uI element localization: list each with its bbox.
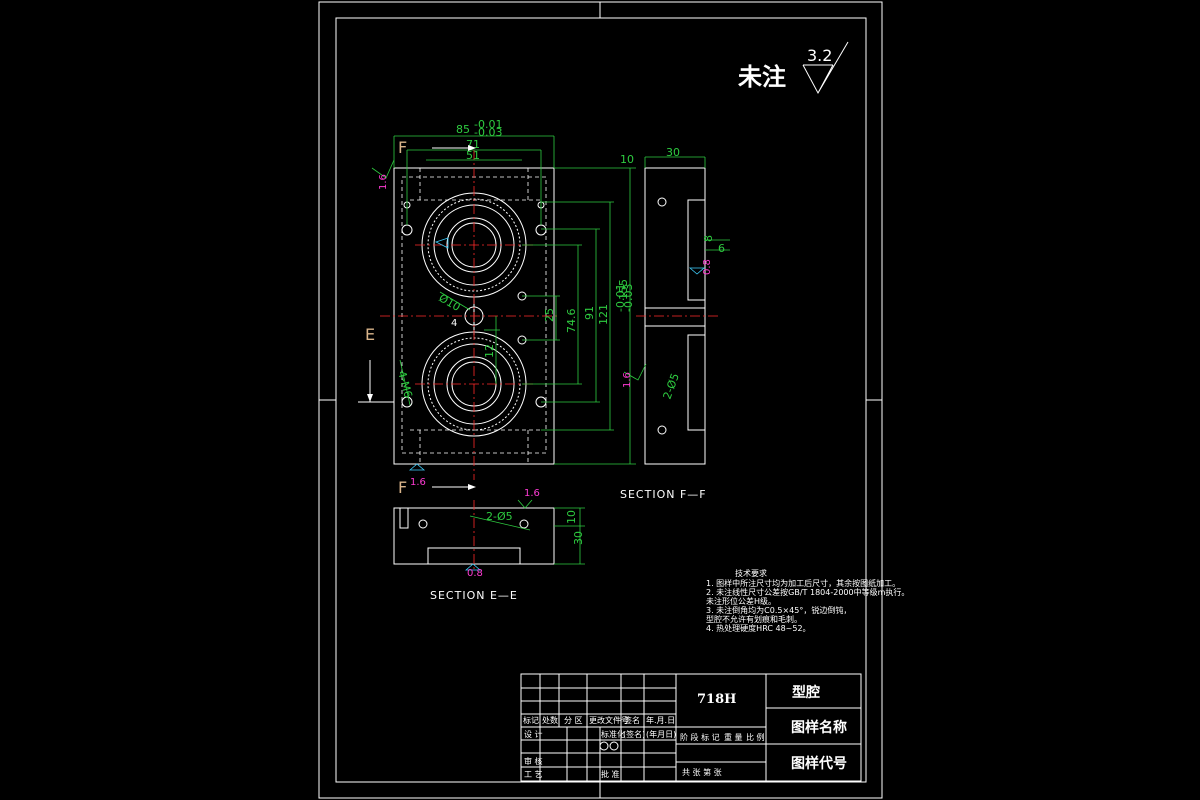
- part-name: 型腔: [792, 684, 820, 701]
- dim-4m6: 4-M6: [395, 369, 415, 399]
- section-markers: F F E: [358, 138, 476, 497]
- date-label: (年月日): [646, 729, 676, 739]
- ee-dim-phi5: 2-Ø5: [486, 510, 513, 523]
- section-ee-label: SECTION E—E: [430, 589, 518, 602]
- rough-bottom: 1.6: [410, 477, 426, 488]
- sheet-frame: [318, 1, 883, 799]
- role-review: 审 核: [524, 756, 543, 766]
- sheet-count: 共 张 第 张: [682, 767, 722, 777]
- dim-25: 25: [543, 308, 556, 322]
- hdr-count: 处数: [542, 715, 558, 725]
- label-f-top: F: [398, 138, 407, 157]
- notes-line-1: 1. 图样中所注尺寸均为加工后尺寸，其余按图纸加工。: [706, 578, 900, 588]
- role-process: 工 艺: [524, 770, 543, 779]
- ff-dim-8: 8: [702, 235, 715, 242]
- rough-ff-2: 1.6: [622, 372, 633, 388]
- notes-line-4: 3. 未注倒角均为C0.5×45°，锐边倒钝，: [706, 605, 851, 615]
- notes-line-3: 未注形位公差H级。: [706, 596, 776, 606]
- section-ee-view: 2-Ø5 10 30 1.6 0.8 SECTION E—E: [393, 488, 585, 602]
- roughness-note: 未注 3.2: [738, 41, 849, 95]
- roughness-value: 3.2: [807, 46, 832, 65]
- hdr-date: 年.月.日: [646, 715, 675, 725]
- approve-label: 批 准: [601, 769, 620, 779]
- notes-title: 技术要求: [735, 568, 767, 578]
- dim-51: 51: [466, 149, 480, 162]
- hdr-docno: 更改文件号: [589, 715, 629, 725]
- dim-155: 155: [617, 279, 630, 300]
- label-code: 图样代号: [791, 755, 847, 772]
- ff-dim-6: 6: [718, 242, 725, 255]
- notes-line-2: 2. 未注线性尺寸公差按GB/T 1804-2000中等级m执行。: [706, 587, 909, 597]
- dim-85-tol-up: -0.01: [474, 118, 502, 131]
- label-f-bottom: F: [398, 478, 407, 497]
- dim-74: 74.6: [565, 309, 578, 334]
- label-e: E: [365, 325, 375, 344]
- note-text: 未注: [738, 62, 786, 91]
- rough-ee-top: 1.6: [524, 488, 540, 499]
- weight-header: 重 量: [724, 732, 743, 742]
- rough-left: 1.6: [378, 174, 389, 190]
- hdr-zone: 分 区: [564, 716, 583, 725]
- dim-121: 121: [597, 304, 610, 325]
- sign-label: (签名): [623, 729, 645, 739]
- stage-header: 阶 段 标 记: [680, 732, 720, 742]
- section-ff-label: SECTION F—F: [620, 488, 707, 501]
- dim-155-tol-up: -0.01: [614, 284, 627, 312]
- label-name: 图样名称: [791, 719, 847, 736]
- ff-dim-10: 10: [620, 153, 634, 166]
- hdr-mark: 标记: [523, 715, 539, 725]
- dim-85: 85: [456, 123, 470, 136]
- dim-91: 91: [583, 306, 596, 320]
- dim-85-tol-dn: -0.03: [474, 126, 502, 139]
- technical-notes: 技术要求 1. 图样中所注尺寸均为加工后尺寸，其余按图纸加工。 2. 未注线性尺…: [706, 568, 909, 633]
- dim-4: 4: [451, 318, 457, 329]
- ee-dim-10: 10: [565, 510, 578, 524]
- plan-view: 85 -0.01 -0.03 71 51 155 -0.01 -0.03 121…: [371, 118, 636, 488]
- ff-dim-30: 30: [666, 146, 680, 159]
- rough-ff-1: 0.8: [702, 259, 713, 275]
- ff-dim-phi5: 2-Ø5: [661, 372, 682, 401]
- ee-dim-30: 30: [572, 531, 585, 545]
- role-design: 设 计: [524, 729, 543, 739]
- dim-155-tol-dn: -0.03: [622, 284, 635, 312]
- hdr-sign: 签名: [624, 715, 640, 725]
- rough-ee-bottom: 0.8: [467, 568, 483, 579]
- notes-line-5: 型腔不允许有划痕和毛刺。: [706, 614, 802, 624]
- section-ff-view: 30 10 8 6 2-Ø5 0.8 1.6 SECTION F—F: [620, 146, 730, 501]
- std-label: 标准化: [601, 729, 625, 739]
- notes-line-6: 4. 热处理硬度HRC 48~52。: [706, 623, 811, 633]
- title-block: 标记 处数 分 区 更改文件号 签名 年.月.日 设 计 审 核 工 艺 标准化…: [520, 673, 862, 782]
- material: 718H: [697, 692, 736, 707]
- dim-12: 12: [483, 344, 496, 358]
- scale-header: 比 例: [746, 732, 765, 742]
